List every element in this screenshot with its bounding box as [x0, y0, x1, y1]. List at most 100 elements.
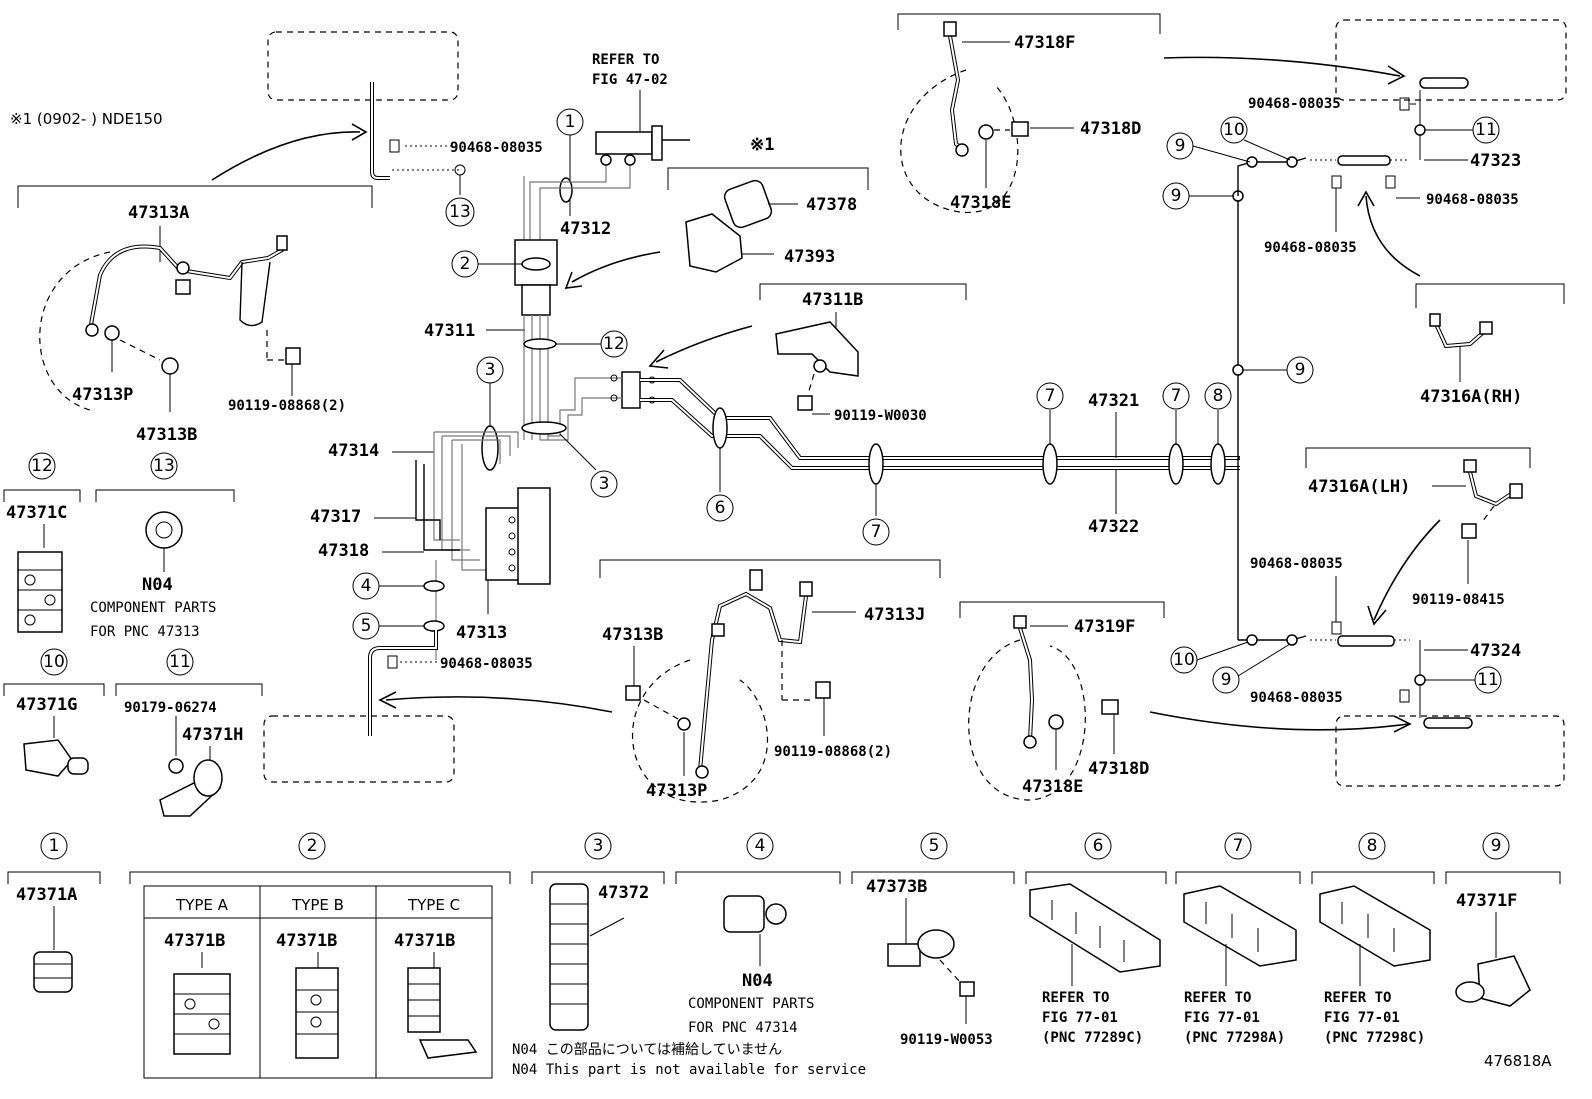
label-47373B: 47373B: [866, 877, 927, 897]
svg-text:13: 13: [153, 456, 175, 476]
callout-9-bottom: 9: [1482, 832, 1510, 860]
svg-text:2: 2: [460, 254, 471, 274]
label-47371F: 47371F: [1456, 891, 1517, 911]
svg-text:13: 13: [449, 202, 471, 222]
label-90119-08415: 90119-08415: [1412, 592, 1505, 608]
refer-7-line1: REFER TO: [1184, 990, 1251, 1006]
svg-text:9: 9: [1175, 136, 1186, 156]
label-90468-top-left: 90468-08035: [450, 140, 543, 156]
label-47323: 47323: [1470, 151, 1521, 171]
callout-5-bottom: 5: [920, 832, 948, 860]
callout-9-right-c: 9: [1286, 356, 1314, 384]
dashed-vehicle-box-mid-left: [263, 715, 455, 783]
svg-text:1: 1: [565, 112, 576, 132]
label-90119-W0030: 90119-W0030: [834, 408, 927, 424]
refer-6-line3: (PNC 77289C): [1042, 1030, 1143, 1046]
label-47371G: 47371G: [16, 695, 77, 715]
note-mark-47378: ※1: [750, 135, 774, 155]
callout-3-main-b: 3: [590, 470, 618, 498]
part-47372: [549, 883, 589, 1031]
refer-8-line1: REFER TO: [1324, 990, 1391, 1006]
refer-47-02-line1: REFER TO: [592, 52, 659, 68]
part-clamp-8: [1319, 885, 1431, 967]
svg-text:10: 10: [43, 652, 65, 672]
callout-7-main-b: 7: [1036, 382, 1064, 410]
callout-9-right-a: 9: [1166, 132, 1194, 160]
label-47371B-a: 47371B: [164, 931, 225, 951]
svg-text:2: 2: [307, 836, 318, 856]
label-47313B-left: 47313B: [136, 425, 197, 445]
part-47373B: [887, 929, 955, 967]
refer-7-line3: (PNC 77298A): [1184, 1030, 1285, 1046]
callout-3-bottom: 3: [584, 832, 612, 860]
clip-90468: [389, 139, 400, 153]
label-47316A-LH: 47316A(LH): [1308, 477, 1410, 497]
part-47371F: [1455, 955, 1531, 1007]
note-text: ※1 (0902- ) NDE150: [10, 110, 163, 128]
callout-7-bottom: 7: [1224, 832, 1252, 860]
type-table: [143, 885, 493, 1079]
bracket-47311B: [775, 321, 859, 377]
svg-text:8: 8: [1367, 836, 1378, 856]
bolt-90119-W0053: [959, 981, 975, 997]
label-47318D-top: 47318D: [1080, 119, 1141, 139]
part-clamp-6: [1029, 883, 1161, 973]
hose-47316A-LH: [1468, 471, 1516, 507]
svg-text:11: 11: [1475, 120, 1497, 140]
label-47324: 47324: [1470, 641, 1521, 661]
svg-text:11: 11: [169, 652, 191, 672]
label-90468-r1: 90468-08035: [1248, 96, 1341, 112]
svg-text:12: 12: [31, 456, 53, 476]
svg-text:10: 10: [1173, 650, 1195, 670]
desc-13-line2: FOR PNC 47313: [90, 624, 200, 640]
callout-11-right-b: 11: [1474, 666, 1502, 694]
label-90119-08868-mid: 90119-08868(2): [774, 744, 892, 760]
svg-text:10: 10: [1223, 120, 1245, 140]
label-47321: 47321: [1088, 391, 1139, 411]
footnote-en: N04 This part is not available for servi…: [512, 1062, 866, 1078]
label-90119-W0053: 90119-W0053: [900, 1032, 993, 1048]
part-47371B-type-a: [173, 973, 231, 1055]
svg-text:3: 3: [485, 360, 496, 380]
label-90179-06274: 90179-06274: [124, 700, 217, 716]
label-90468-r3: 90468-08035: [1264, 240, 1357, 256]
bolt-90119-W0030: [797, 395, 813, 411]
svg-text:7: 7: [1233, 836, 1244, 856]
label-47371H: 47371H: [182, 725, 243, 745]
callout-7-main-c: 7: [1162, 382, 1190, 410]
callout-7-main-a: 7: [862, 518, 890, 546]
callout-2-main: 2: [451, 250, 479, 278]
label-47313P-mid: 47313P: [646, 781, 707, 801]
refer-47-02-line2: FIG 47-02: [592, 72, 668, 88]
label-47318E-bottom: 47318E: [1022, 777, 1083, 797]
label-47319F: 47319F: [1074, 617, 1135, 637]
svg-text:9: 9: [1221, 670, 1232, 690]
label-47313P-left: 47313P: [72, 385, 133, 405]
dashed-vehicle-box-bottom-right: [1335, 715, 1565, 787]
label-47311B: 47311B: [802, 290, 863, 310]
refer-6-line1: REFER TO: [1042, 990, 1109, 1006]
callout-11-right-a: 11: [1472, 116, 1500, 144]
svg-text:6: 6: [715, 498, 726, 518]
label-47314: 47314: [328, 441, 379, 461]
part-47371B-type-b: [295, 967, 339, 1059]
part-grommet-13: [145, 511, 183, 549]
part-47371A: [33, 951, 73, 993]
label-47311: 47311: [424, 321, 475, 341]
part-47378: [723, 179, 773, 229]
washer-47313P: [104, 325, 120, 341]
part-grommet-4: [723, 895, 787, 933]
label-47322: 47322: [1088, 517, 1139, 537]
label-47313B-mid: 47313B: [602, 625, 663, 645]
pipe-47324: [1337, 635, 1395, 647]
callout-9-right-d: 9: [1212, 666, 1240, 694]
part-47371C: [17, 551, 63, 633]
label-47313-main: 47313: [456, 623, 507, 643]
label-47371B-c: 47371B: [394, 931, 455, 951]
callout-13-main: 13: [445, 197, 475, 227]
part-47371B-type-c: [407, 967, 478, 1059]
svg-text:9: 9: [1295, 360, 1306, 380]
svg-text:9: 9: [1171, 186, 1182, 206]
svg-text:8: 8: [1213, 386, 1224, 406]
